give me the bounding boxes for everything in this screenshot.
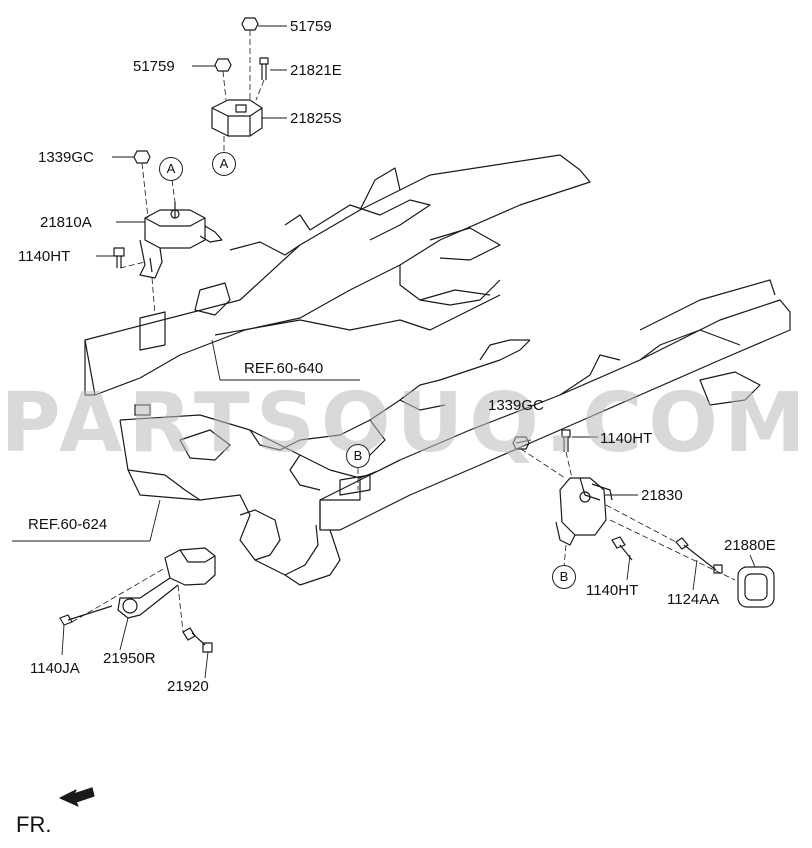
roll-rod-21950r-drawing [59, 547, 216, 653]
subframe-outline [84, 154, 791, 586]
part-label-1140ht-right-bottom[interactable]: 1140HT [586, 582, 639, 599]
front-direction-label: FR. [16, 812, 52, 837]
alignment-lines [71, 30, 736, 633]
part-label-21825s[interactable]: 21825S [290, 110, 342, 127]
part-label-51759-left[interactable]: 51759 [133, 58, 175, 75]
part-label-1339gc-right[interactable]: 1339GC [488, 397, 544, 414]
callout-b-lower: B [552, 565, 576, 589]
part-label-1339gc-left[interactable]: 1339GC [38, 149, 94, 166]
part-label-1124aa[interactable]: 1124AA [667, 591, 720, 608]
callout-b-frame: B [346, 444, 370, 468]
insulator-21880e-drawing [737, 566, 775, 608]
part-label-21830[interactable]: 21830 [641, 487, 683, 504]
part-label-21920[interactable]: 21920 [167, 678, 209, 695]
part-label-1140ht-left[interactable]: 1140HT [18, 248, 71, 265]
ref-label-60-624[interactable]: REF.60-624 [28, 516, 108, 533]
part-label-21821e[interactable]: 21821E [290, 62, 342, 79]
leader-lines [12, 25, 756, 679]
callout-a-lower: A [212, 152, 236, 176]
engine-mount-21810a-drawing [139, 202, 223, 279]
small-hardware-upper [113, 17, 269, 268]
front-direction-arrow [59, 787, 95, 807]
part-label-21950r[interactable]: 21950R [103, 650, 156, 667]
engine-mount-21830-drawing [555, 477, 613, 546]
ref-label-60-640[interactable]: REF.60-640 [244, 360, 324, 377]
part-label-21880e[interactable]: 21880E [724, 537, 776, 554]
part-label-1140ht-right-top[interactable]: 1140HT [600, 430, 653, 447]
small-hardware-right [512, 429, 723, 574]
part-label-1140ja[interactable]: 1140JA [30, 660, 80, 677]
part-label-21810a[interactable]: 21810A [40, 214, 92, 231]
bracket-21825s-drawing [211, 99, 263, 137]
part-label-51759-top[interactable]: 51759 [290, 18, 332, 35]
callout-a-upper: A [159, 157, 183, 181]
